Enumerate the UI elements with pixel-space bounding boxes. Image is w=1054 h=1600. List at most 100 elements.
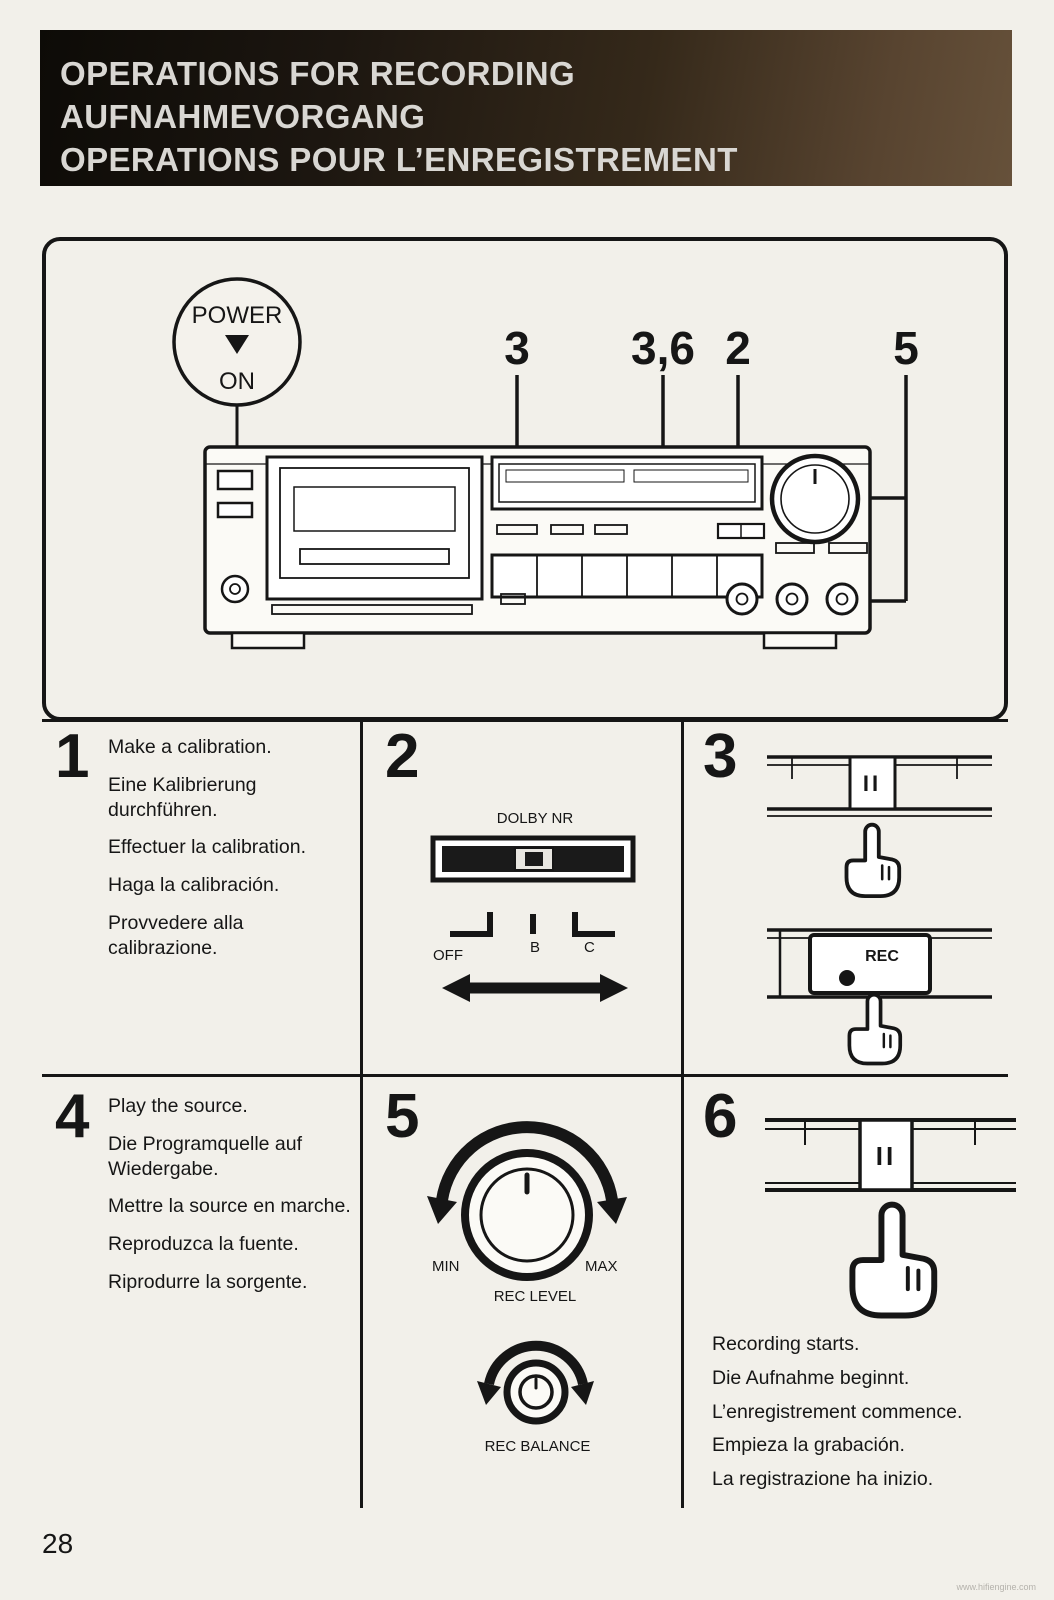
small-knob-2-cap (785, 592, 799, 606)
callout-3-6: 3,6 (631, 322, 695, 374)
grid-line-top (42, 719, 1008, 722)
deck-foot-right (762, 631, 838, 650)
pause-button (848, 755, 897, 811)
step6-line-it: La registrazione ha inizio. (712, 1468, 934, 1490)
meter-left (505, 469, 625, 483)
rec-level-knob (461, 1149, 593, 1281)
balance-arrow-right-icon (571, 1381, 594, 1405)
counter-button-1 (496, 524, 538, 535)
pause-and-rec-graphic: II REC (767, 755, 992, 1066)
header-title-fr: OPERATIONS POUR L’ENREGISTREMENT (60, 141, 738, 178)
step1-number: 1 (55, 722, 90, 791)
step6-line-de: Die Aufnahme beginnt. (712, 1366, 910, 1389)
step1-text: Make a calibration. Eine Kalibrierung du… (108, 735, 353, 960)
pointing-hand-icon (844, 822, 902, 899)
watermark: www.hifiengine.com (956, 1582, 1036, 1592)
dolby-switch-slider-grip (525, 852, 543, 866)
step1-line-de: Eine Kalibrierung durchführen. (108, 773, 257, 821)
rec-balance-knob-front (825, 582, 859, 616)
rec-balance-label: REC BALANCE (484, 1438, 591, 1455)
pointing-hand-icon (852, 1205, 934, 1316)
page-number: 28 (42, 1528, 74, 1559)
step4-line-de: Die Programquelle auf Wiedergabe. (108, 1132, 303, 1180)
deck-foot-left (230, 631, 306, 650)
deck-lower-trim (271, 604, 473, 615)
callout-5: 5 (893, 322, 919, 374)
callout-3: 3 (504, 322, 530, 374)
power-button (216, 469, 254, 491)
cassette-door-inner (279, 467, 470, 579)
rotate-arrow-left-icon (427, 1196, 457, 1224)
balance-arrow-arc (484, 1340, 588, 1386)
step4-line-it: Riprodurre la sorgente. (108, 1270, 308, 1293)
small-knob-1 (725, 582, 759, 616)
rec-level-knob-inner (479, 1167, 575, 1263)
step4-number: 4 (55, 1082, 90, 1151)
header-title-de: AUFNAHMEVORGANG (60, 98, 426, 135)
rec-balance-knob-front-cap (835, 592, 849, 606)
rec-level-knob-front (769, 453, 861, 545)
slider-left (775, 542, 815, 554)
rec-button-label: REC (865, 948, 899, 965)
step4-text: Play the source. Die Programquelle auf W… (108, 1094, 363, 1295)
callout-2: 2 (725, 322, 751, 374)
rec-balance-knob-inner (518, 1374, 554, 1410)
rec-level-label: REC LEVEL (493, 1288, 577, 1305)
small-knob-2 (775, 582, 809, 616)
step6-line-es: Empieza la grabación. (712, 1434, 905, 1457)
slide-arrow-right-icon (600, 974, 628, 1002)
rec-balance-knob (503, 1359, 569, 1425)
max-label: MAX (585, 1258, 618, 1275)
step4-line-en: Play the source. (108, 1095, 248, 1117)
cassette-window (293, 486, 456, 532)
timer-switch (216, 501, 254, 519)
power-label: POWER (192, 302, 283, 329)
down-arrow-icon (225, 335, 249, 354)
dolby-switch-graphic (430, 835, 636, 1002)
on-label: ON (219, 368, 255, 395)
c-position-mark (572, 912, 615, 937)
header-title-en: OPERATIONS FOR RECORDING (60, 55, 576, 92)
b-label: B (530, 939, 541, 956)
pointing-hand-icon (847, 992, 903, 1066)
balance-arrow-left-icon (477, 1381, 501, 1405)
rec-level-knob-front-inner (780, 464, 850, 534)
step4-line-es: Reproduzca la fuente. (108, 1233, 299, 1255)
step1-line-es: Haga la calibración. (108, 874, 280, 896)
phones-jack (220, 574, 250, 604)
step1-line-it: Provvedere alla calibrazione. (108, 911, 244, 959)
header-banner: OPERATIONS FOR RECORDING AUFNAHMEVORGANG… (40, 30, 1012, 186)
rotate-arrow-arc (436, 1121, 618, 1201)
min-label: MIN (432, 1258, 460, 1275)
deck-diagram: POWER ON 3 3,6 2 5 (172, 277, 919, 650)
slider-right (828, 542, 868, 554)
slide-arrow-left-icon (442, 974, 470, 1002)
small-knob-1-cap (735, 592, 749, 606)
cassette-door-handle (299, 548, 450, 565)
counter-button-3 (594, 524, 628, 535)
dolby-nr-label: DOLBY NR (496, 810, 574, 827)
c-label: C (584, 939, 595, 956)
step1-line-fr: Effectuer la calibration. (108, 836, 306, 859)
step4-line-fr: Mettre la source en marche. (108, 1195, 351, 1218)
off-position-mark (450, 912, 493, 937)
rec-level-graphic (427, 1121, 627, 1425)
step6-text: Recording starts. Die Aufnahme beginnt. … (712, 1332, 1007, 1492)
step5-number: 5 (385, 1082, 420, 1151)
pause-button-label: II (863, 771, 881, 796)
pause-button-label: II (876, 1141, 896, 1171)
grid-divider-2 (681, 719, 684, 1508)
step6-line-fr: L’enregistrement commence. (712, 1400, 963, 1423)
rec-dot-icon (839, 970, 855, 986)
display-window (490, 455, 764, 511)
grid-line-middle (42, 1074, 1008, 1077)
step1-line-en: Make a calibration. (108, 736, 272, 758)
step2-number: 2 (385, 722, 420, 791)
step3-number: 3 (703, 722, 738, 791)
pause-graphic-step6: II (765, 1118, 1016, 1340)
display-inner (498, 463, 756, 503)
meter-right (633, 469, 749, 483)
grid-divider-1 (360, 719, 363, 1508)
mic-jack (500, 593, 526, 605)
